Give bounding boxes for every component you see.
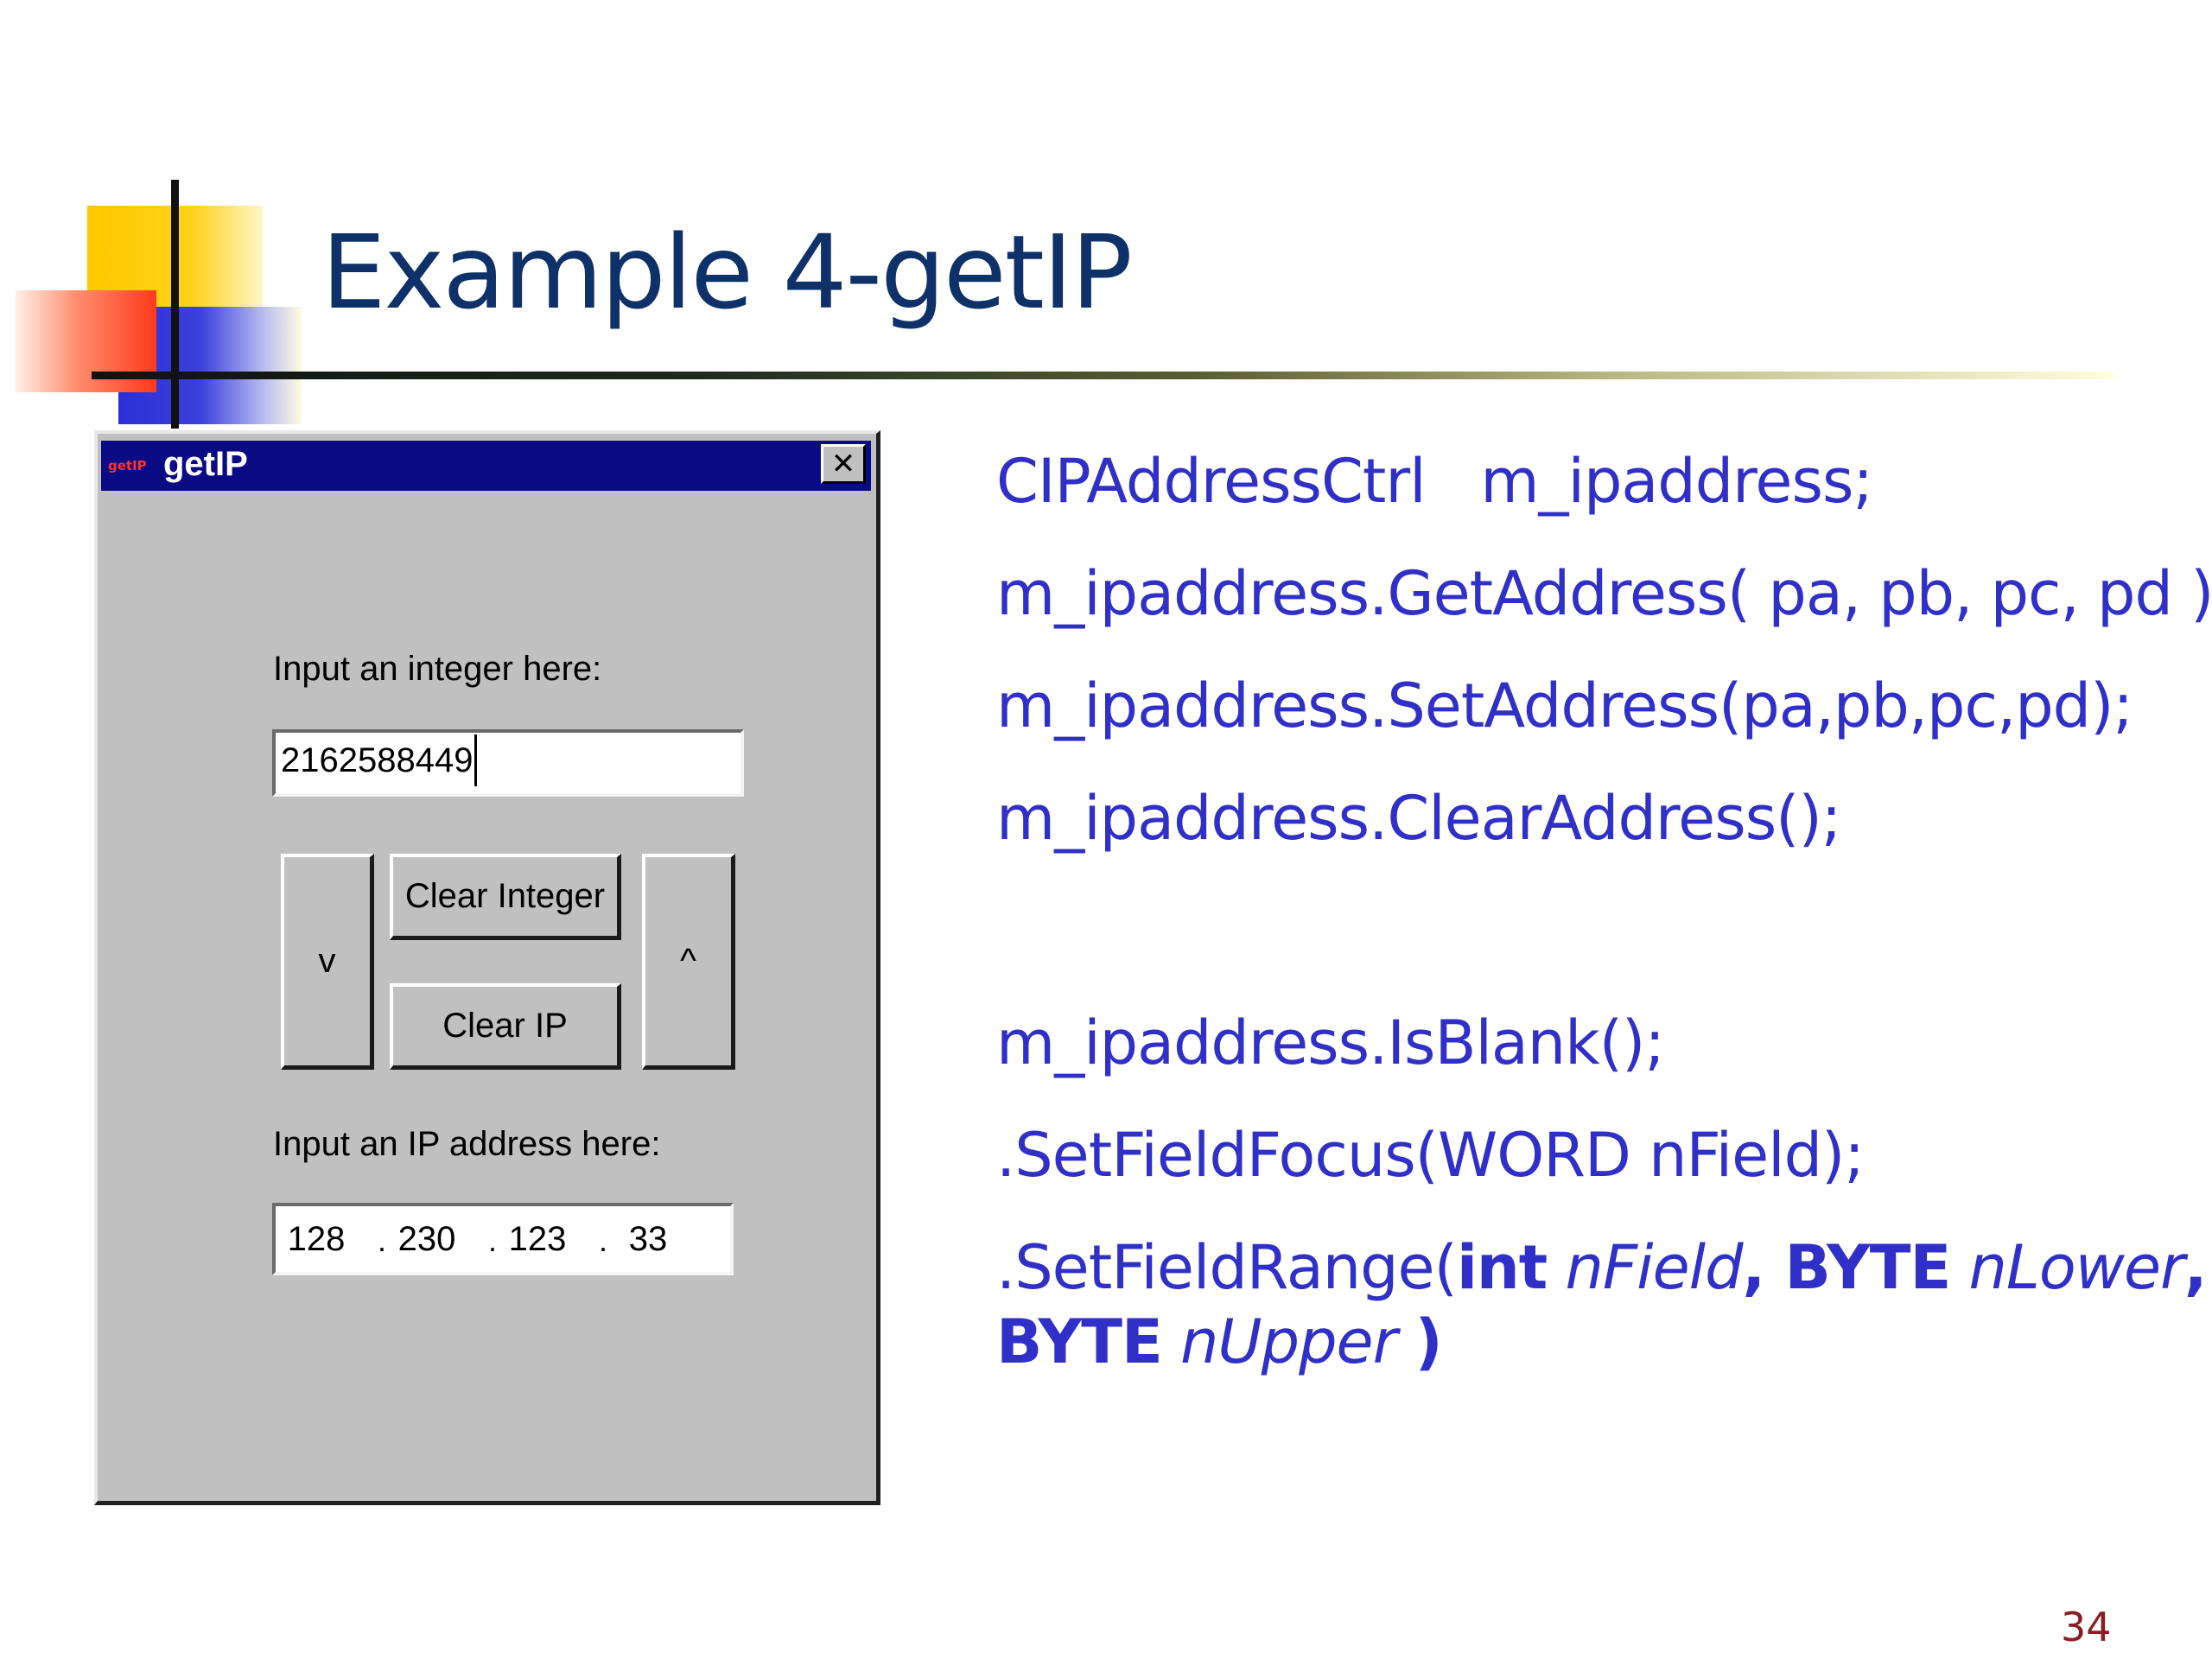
code-keyword: BYTE [1784,1232,1952,1303]
integer-label: Input an integer here: [273,650,602,688]
ip-octet-1[interactable]: 128 [287,1220,346,1258]
code-line-setfieldrange-cont: BYTE nUpper ) [996,1312,1443,1372]
code-line-declaration: CIPAddressCtrl m_ipaddress; [996,446,1873,517]
code-line-clearaddress: m_ipaddress.ClearAddress(); [996,783,1841,854]
code-close-paren: ) [1414,1306,1443,1377]
code-line-setfieldrange: .SetFieldRange(int nField, BYTE nLower, [996,1237,2207,1298]
close-button[interactable]: ✕ [821,444,866,484]
ip-octet-4[interactable]: 33 [628,1220,668,1258]
slide-title: Example 4-getIP [321,213,1133,332]
clear-integer-button[interactable]: Clear Integer [390,854,621,940]
ip-dot-3: . [599,1223,608,1258]
getip-dialog: getIP getIP ✕ Input an integer here: 216… [94,430,880,1505]
code-line-setfieldfocus: .SetFieldFocus(WORD nField); [996,1120,1865,1191]
code-line-setaddress: m_ipaddress.SetAddress(pa,pb,pc,pd); [996,671,2133,741]
code-param: nLower [1968,1232,2185,1303]
ip-octet-3[interactable]: 123 [508,1220,567,1258]
code-line-isblank: m_ipaddress.IsBlank(); [996,1007,1665,1078]
code-keyword: int [1456,1232,1548,1303]
ip-address-input[interactable]: 128 . 230 . 123 . 33 [272,1203,734,1275]
dialog-titlebar[interactable]: getIP getIP ✕ [101,441,871,491]
app-icon: getIP [108,458,147,474]
ip-octet-2[interactable]: 230 [397,1220,456,1258]
clear-ip-button[interactable]: Clear IP [390,983,621,1070]
code-prefix: .SetFieldRange( [996,1232,1458,1303]
code-comma: , [1742,1232,1785,1303]
ip-dot-2: . [488,1223,498,1258]
code-param: nUpper [1180,1306,1397,1377]
logo-vertical-line [171,180,179,429]
ip-label: Input an IP address here: [273,1125,661,1163]
code-keyword: BYTE [996,1306,1163,1377]
page-number: 34 [2061,1604,2112,1650]
code-comma: , [2183,1232,2208,1303]
integer-input[interactable]: 2162588449 [272,729,744,797]
down-button[interactable]: v [281,854,374,1070]
ip-dot-1: . [378,1223,387,1258]
up-button[interactable]: ^ [642,854,735,1070]
code-line-getaddress: m_ipaddress.GetAddress( pa, pb, pc, pd )… [996,558,2212,629]
dialog-title: getIP [163,445,248,483]
close-icon: ✕ [830,447,856,481]
code-param: nField [1565,1232,1744,1303]
integer-input-value: 2162588449 [281,734,478,786]
title-underline [92,372,2113,379]
